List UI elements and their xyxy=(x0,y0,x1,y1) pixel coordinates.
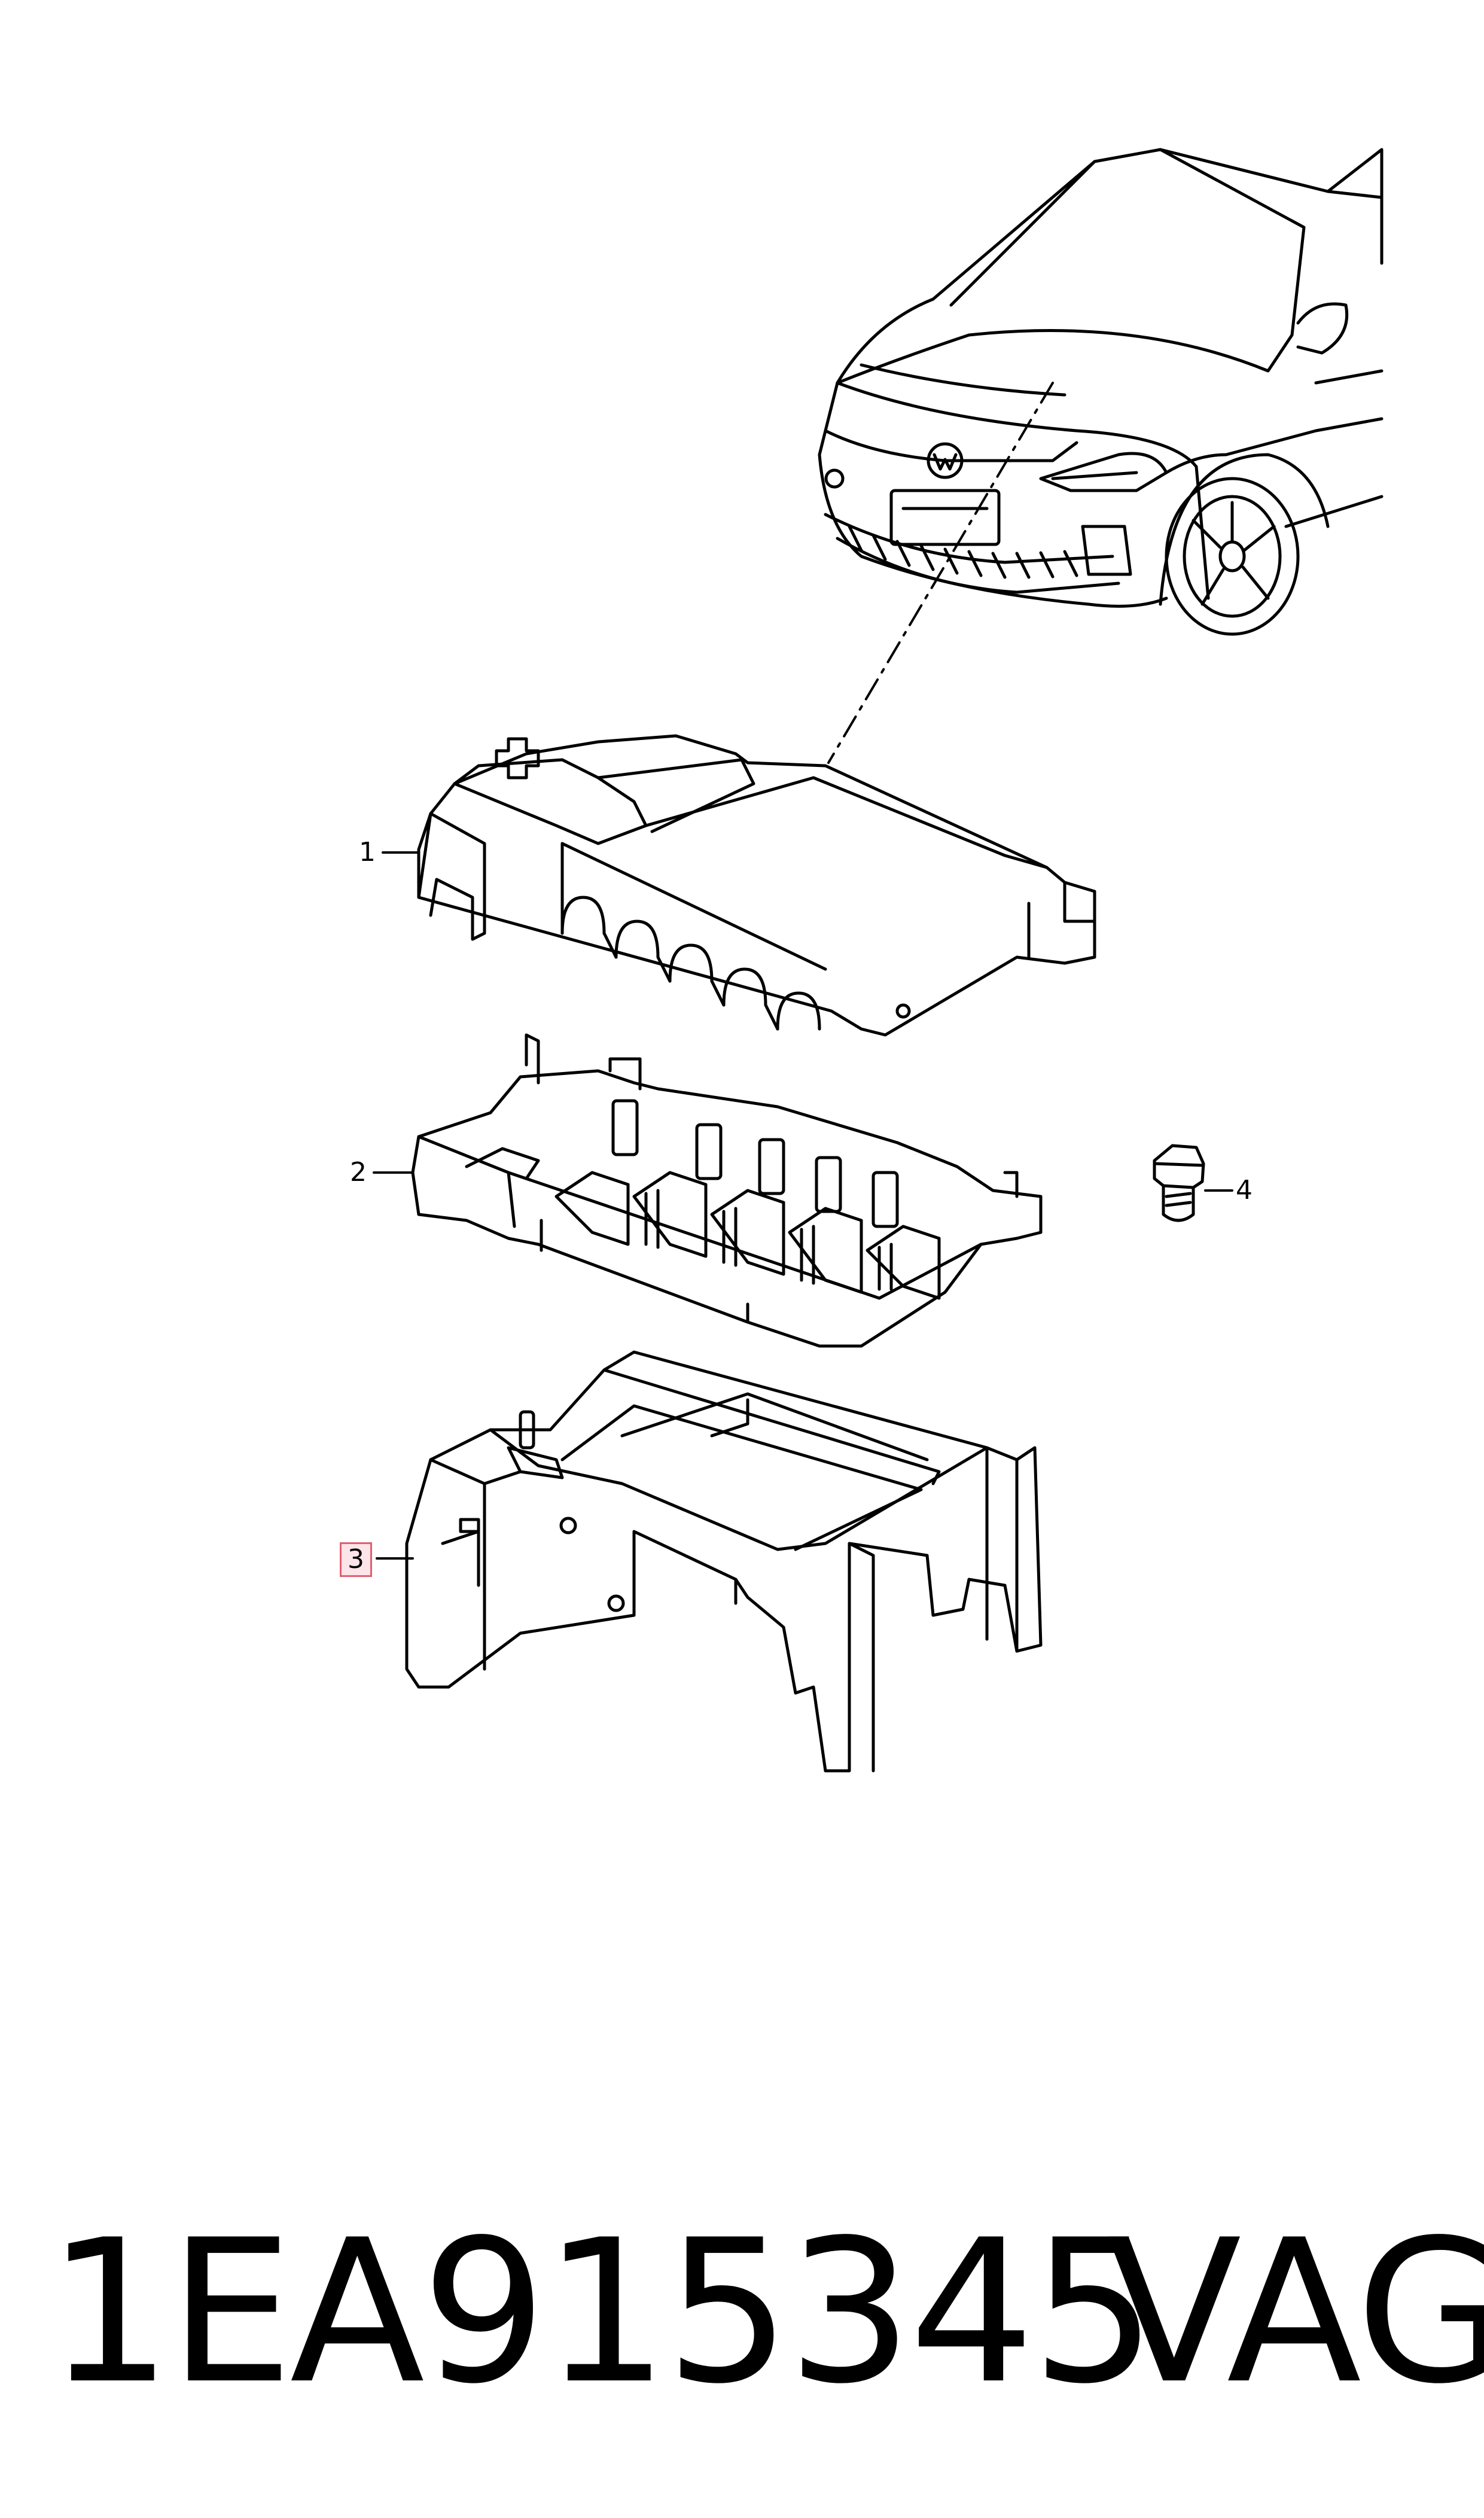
callout-leaders xyxy=(373,851,1233,1560)
callout-2: 2 xyxy=(350,1157,367,1188)
part-4-bolt xyxy=(1153,1144,1205,1222)
callout-3: 3 xyxy=(340,1542,372,1577)
part-1-cover xyxy=(417,734,1096,1037)
part-number: 1EA915345 xyxy=(47,2197,1157,2427)
callout-4: 4 xyxy=(1236,1175,1253,1205)
part-3-bracket xyxy=(405,1350,1043,1773)
vehicle-illustration xyxy=(818,148,1384,764)
footer: 1EA915345 VAG xyxy=(0,2213,1484,2429)
part-2-carrier xyxy=(411,1033,1043,1348)
brand-name: VAG xyxy=(1107,2197,1484,2427)
callout-1: 1 xyxy=(359,837,376,867)
